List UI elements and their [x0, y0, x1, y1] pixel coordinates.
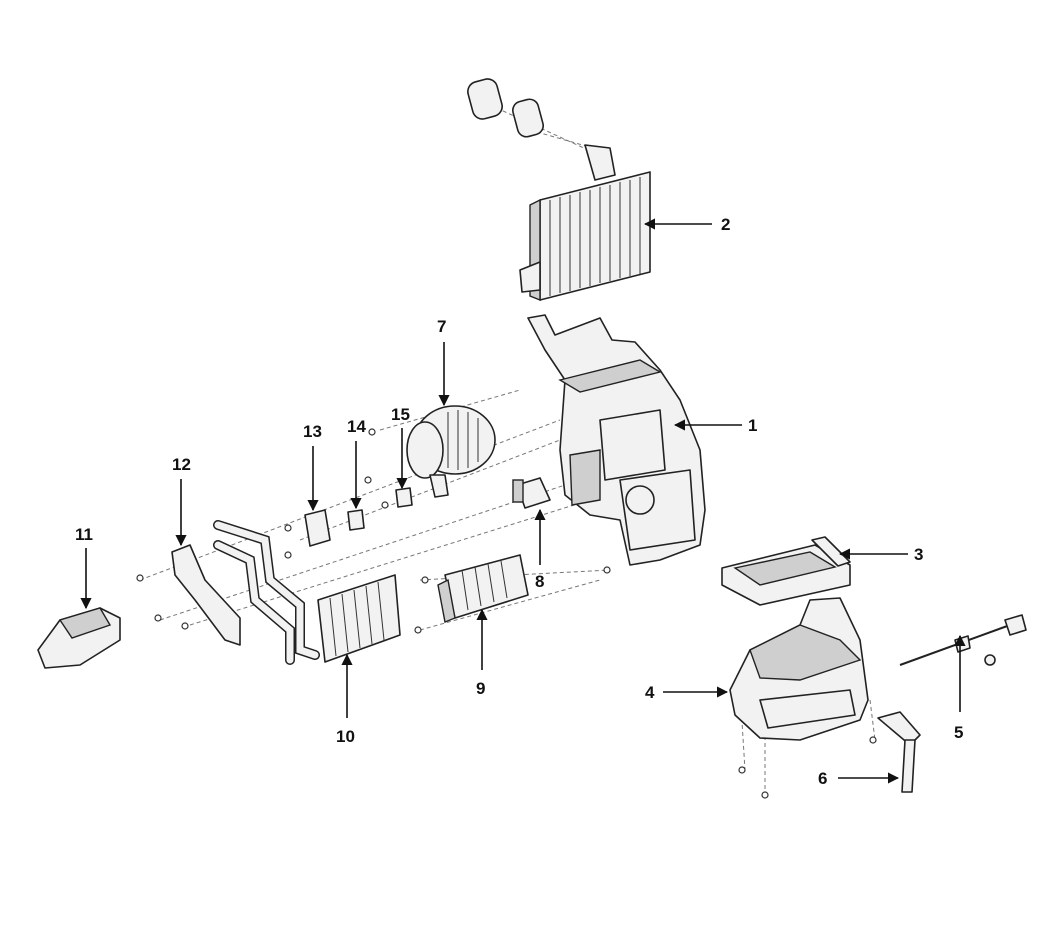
- callout-14: 14: [347, 417, 366, 436]
- temperature-actuator: [304, 509, 331, 547]
- callout-6: 6: [818, 769, 827, 788]
- callout-3: 3: [914, 545, 923, 564]
- drain-hose: [877, 711, 921, 793]
- floor-duct: [37, 607, 121, 669]
- callout-1: 1: [748, 416, 757, 435]
- callout-4: 4: [645, 683, 655, 702]
- mode-actuator: [512, 477, 551, 509]
- callout-9: 9: [476, 679, 485, 698]
- leader-lines: [80, 218, 966, 784]
- temperature-sensor-wire: [899, 614, 1027, 666]
- actuator-lever: [347, 509, 365, 531]
- mounting-bracket: [171, 544, 241, 646]
- lower-case-cover: [721, 536, 851, 606]
- callout-11: 11: [75, 525, 93, 544]
- callout-2: 2: [721, 215, 730, 234]
- callout-7: 7: [437, 317, 446, 336]
- evaporator-core: [467, 78, 651, 302]
- callout-8: 8: [535, 572, 544, 591]
- screws: [136, 428, 877, 799]
- blower-motor: [406, 405, 496, 498]
- lower-case: [729, 597, 869, 741]
- callout-labels: 1 2 3 4 5 6 7 8 9 10 11 12 13 14 15: [75, 215, 963, 788]
- callout-15: 15: [391, 405, 410, 424]
- heater-case: [527, 314, 706, 566]
- callout-10: 10: [336, 727, 355, 746]
- blower-resistor: [437, 554, 529, 623]
- heater-core: [213, 520, 401, 665]
- sensor: [395, 487, 413, 508]
- callout-12: 12: [172, 455, 191, 474]
- callout-13: 13: [303, 422, 322, 441]
- callout-5: 5: [954, 723, 963, 742]
